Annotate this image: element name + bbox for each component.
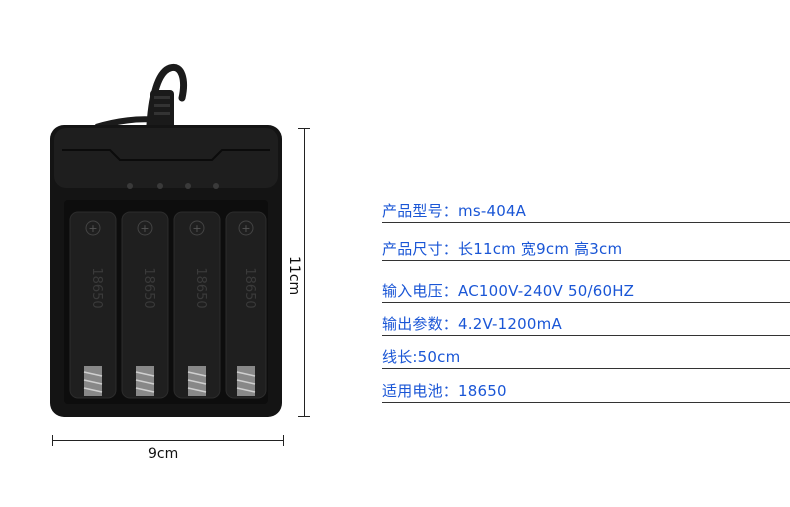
slot-3: + 18650 (173, 211, 221, 399)
spec-underline (382, 302, 790, 303)
width-dimension-line (52, 440, 284, 441)
slot-label-2: 18650 (141, 267, 156, 308)
slot-4: + 18650 (225, 211, 267, 399)
spec-label: 产品型号： (382, 202, 459, 220)
width-dimension-tick-right (283, 435, 284, 446)
spec-row-input-voltage: 输入电压：AC100V-240V 50/60HZ (382, 281, 790, 303)
slot-label-4: 18650 (242, 267, 257, 308)
spec-underline (382, 368, 790, 369)
slot-label-3: 18650 (193, 267, 208, 308)
battery-charger-image: + 18650 + 18650 + 18650 + 18650 (50, 63, 282, 417)
spec-underline (382, 222, 790, 223)
width-label: 9cm (148, 446, 179, 462)
svg-text:+: + (192, 222, 201, 235)
slot-1: + 18650 (69, 211, 117, 399)
spec-value: ms-404A (458, 202, 527, 220)
width-dimension-tick-left (52, 435, 53, 446)
spec-label: 线长: (382, 348, 418, 366)
spec-value: 18650 (458, 382, 507, 400)
spec-value: 50cm (417, 348, 461, 366)
spec-row-model: 产品型号：ms-404A (382, 201, 790, 223)
spec-underline (382, 402, 790, 403)
spec-label: 适用电池： (382, 382, 459, 400)
svg-text:+: + (140, 222, 149, 235)
spec-row-output: 输出参数：4.2V-1200mA (382, 314, 790, 336)
spec-value: AC100V-240V 50/60HZ (458, 282, 635, 300)
spec-label: 输出参数： (382, 315, 459, 333)
spec-underline (382, 335, 790, 336)
svg-text:+: + (241, 222, 250, 235)
svg-text:+: + (88, 222, 97, 235)
spec-row-cable-length: 线长:50cm (382, 347, 790, 369)
slot-2: + 18650 (121, 211, 169, 399)
spec-row-battery: 适用电池：18650 (382, 381, 790, 403)
spec-underline (382, 260, 790, 261)
height-dimension-line (304, 128, 305, 416)
spec-value: 4.2V-1200mA (458, 315, 562, 333)
spec-value: 长11cm 宽9cm 高3cm (458, 240, 623, 258)
height-dimension-tick-bottom (298, 416, 310, 417)
height-dimension-tick-top (298, 128, 310, 129)
spec-label: 产品尺寸： (382, 240, 459, 258)
height-label: 11cm (286, 256, 302, 296)
spec-row-size: 产品尺寸：长11cm 宽9cm 高3cm (382, 239, 790, 261)
spec-label: 输入电压： (382, 282, 459, 300)
slot-label-1: 18650 (89, 267, 104, 308)
